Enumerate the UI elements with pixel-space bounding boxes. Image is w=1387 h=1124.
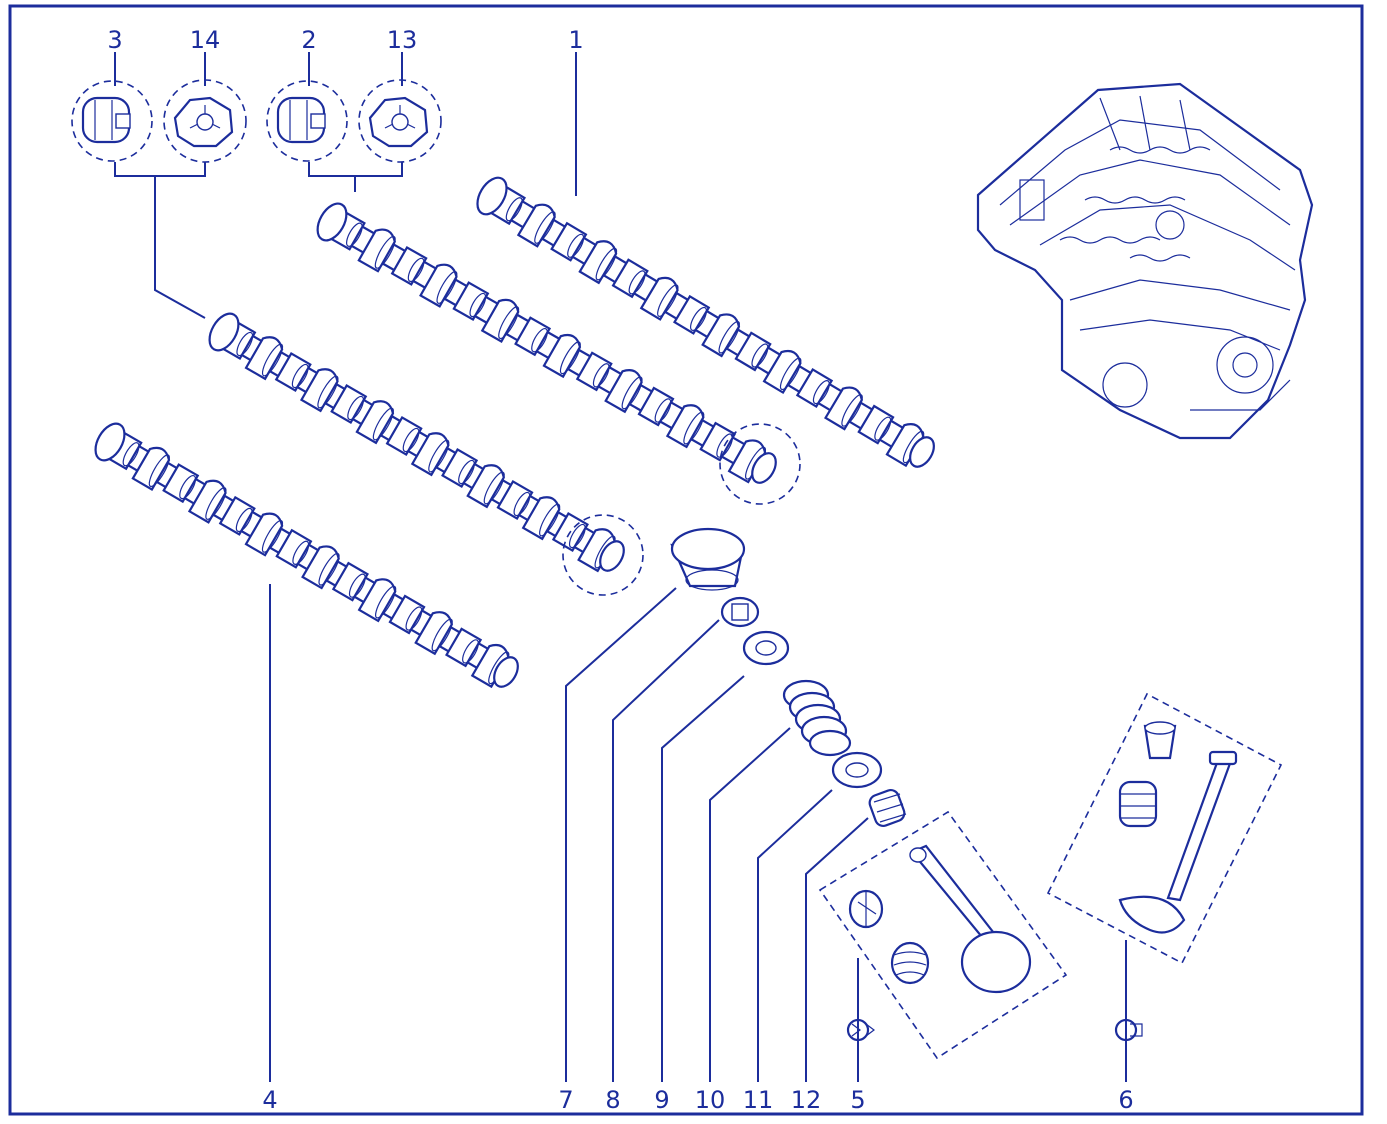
valve-spring-part-10 [782, 679, 852, 757]
engine-assembly-illustration [976, 82, 1314, 440]
callout-10: 10 [695, 1086, 726, 1114]
callout-12: 12 [791, 1086, 822, 1114]
callout-2: 2 [301, 26, 316, 54]
leader-12 [805, 817, 869, 1082]
camshaft-part-2-13 [316, 202, 777, 484]
leader-7 [565, 587, 677, 1082]
valve-seal-part-12 [868, 788, 907, 828]
sprocket-part-13 [358, 79, 442, 163]
leader-8 [612, 619, 720, 1082]
callout-5: 5 [850, 1086, 865, 1114]
valve-kit-icon-6 [1114, 1018, 1143, 1042]
bushing-part-3 [71, 80, 153, 162]
detail-circle-cam2-end [719, 423, 801, 505]
callout-11: 11 [743, 1086, 774, 1114]
callout-8: 8 [605, 1086, 620, 1114]
spring-retainer-part-9 [742, 630, 790, 666]
leader-bracket-2-13 [308, 162, 403, 192]
tappet-part-7 [670, 527, 746, 591]
callout-13: 13 [387, 26, 418, 54]
callout-1: 1 [568, 26, 583, 54]
diagram-frame [8, 4, 1364, 1116]
valve-keepers-part-8 [720, 596, 760, 628]
camshaft-part-1 [476, 176, 935, 468]
leader-bracket-3-14 [114, 162, 206, 319]
leader-9 [661, 675, 745, 1082]
callout-9: 9 [654, 1086, 669, 1114]
callout-4: 4 [262, 1086, 277, 1114]
leader-11 [757, 789, 833, 1082]
valve-kit-icon-5 [846, 1018, 875, 1042]
camshafts-group [94, 176, 935, 689]
valve-kit-box-6 [1046, 692, 1283, 1042]
leader-10 [709, 727, 791, 1082]
spring-seat-part-11 [831, 751, 883, 789]
callout-7: 7 [558, 1086, 573, 1114]
camshaft-part-3-14 [208, 312, 625, 573]
callout-14: 14 [190, 26, 221, 54]
callout-3: 3 [107, 26, 122, 54]
valve-kit-box-5 [818, 810, 1068, 1060]
camshaft-part-4 [94, 422, 519, 689]
detail-circle-cam3-end [562, 514, 644, 596]
bushing-part-2 [266, 80, 348, 162]
sprocket-part-14 [163, 79, 247, 163]
callout-6: 6 [1118, 1086, 1133, 1114]
